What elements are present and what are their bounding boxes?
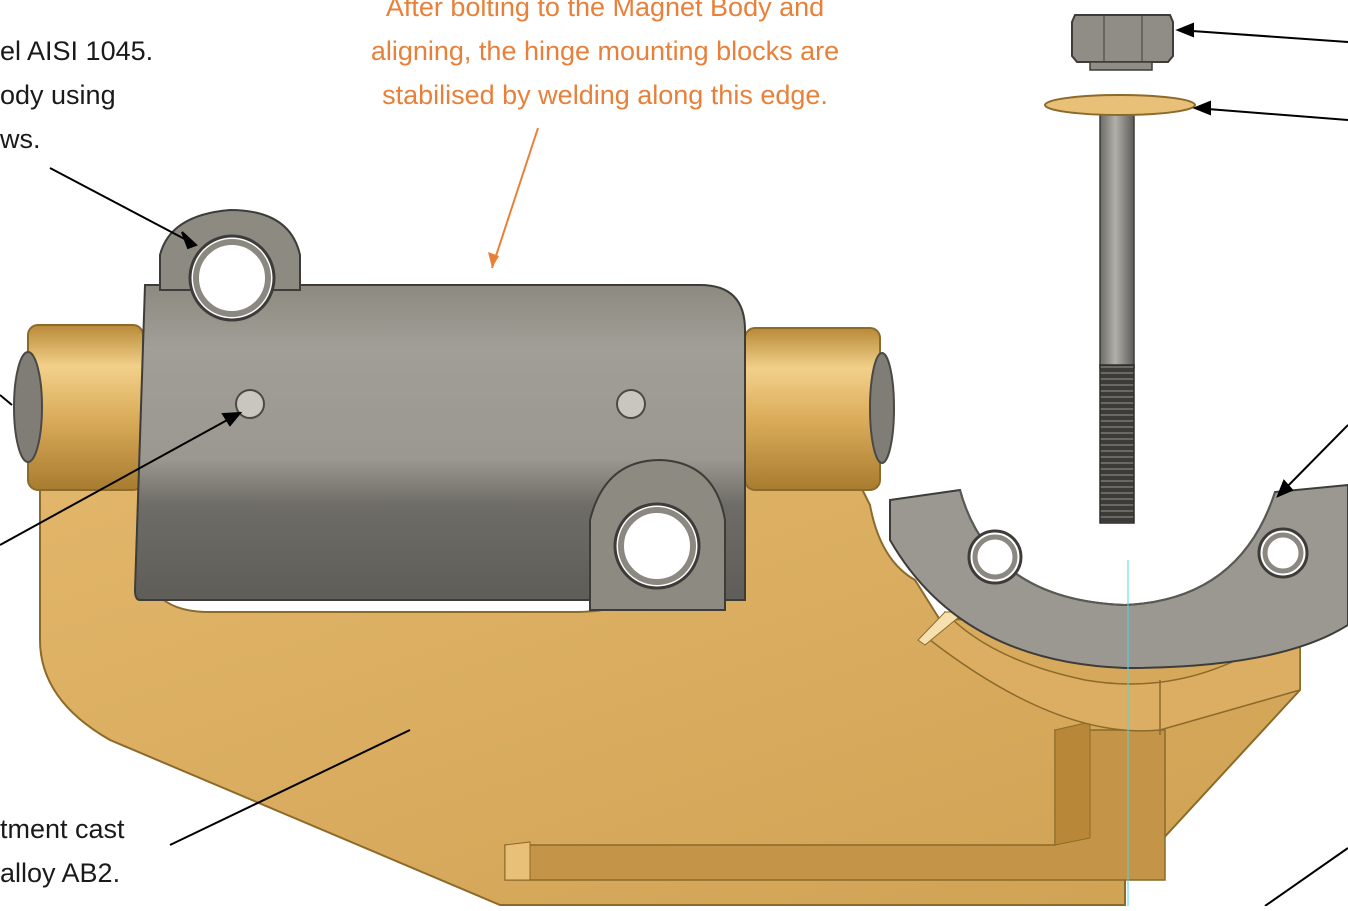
weld-note-line-2: aligning, the hinge mounting blocks are	[370, 36, 840, 66]
weld-leader	[488, 127, 539, 269]
saddle-clamp	[889, 483, 1348, 670]
annotation-casting-line-1: tment cast	[0, 814, 125, 844]
steel-mounting-block	[133, 208, 746, 611]
annotation-hinge-line-3: ws.	[0, 124, 41, 154]
annotation-casting-line-2: alloy AB2.	[0, 858, 121, 888]
hinge-pin-sleeves	[13, 324, 895, 491]
annotation-hinge-line-2: ody using	[0, 80, 116, 110]
leader-lines	[0, 22, 1348, 907]
weld-note-line-3: stabilised by welding along this edge.	[382, 80, 828, 110]
clamp-bolt	[1044, 14, 1196, 524]
weld-note-line-1: After bolting to the Magnet Body and	[385, 0, 825, 22]
annotation-hinge-line-1: el AISI 1045.	[0, 36, 154, 66]
